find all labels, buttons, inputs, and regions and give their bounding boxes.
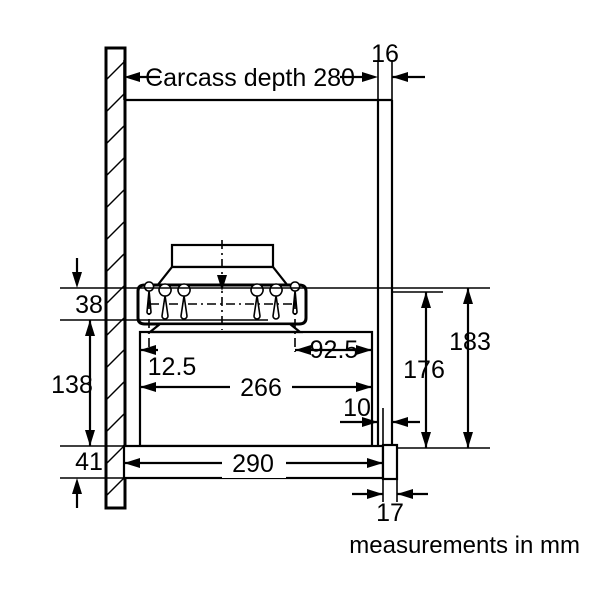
arrowhead-176-top	[421, 292, 431, 308]
arrowhead-290-left	[124, 458, 140, 468]
dim-label-41: 41	[75, 448, 103, 476]
keyhole-slot-3	[250, 283, 264, 320]
arrowhead-hood-center	[217, 275, 227, 291]
dim-slide-out-290: 290	[124, 448, 383, 478]
dim-label-16: 16	[371, 40, 399, 68]
dim-label-10: 10	[343, 394, 371, 422]
dim-label-17: 17	[376, 499, 404, 527]
mounting-plate-flange	[146, 322, 304, 334]
arrowhead-depth-right	[362, 72, 378, 82]
arrowhead-266-right	[356, 382, 372, 392]
arrowhead-16-right	[392, 72, 408, 82]
arrowhead-92-5-right	[356, 345, 372, 355]
dim-carcass-depth: Carcass depth 280	[123, 60, 393, 100]
keyhole-slot-group-left	[158, 283, 191, 320]
dim-label-138: 138	[51, 371, 93, 399]
dim-front-panel-16: 16	[371, 40, 425, 82]
dim-left-inset-12-5: 12.5	[140, 345, 196, 381]
carcass-outline	[124, 98, 394, 446]
dim-label-92-5: 92.5	[310, 336, 359, 364]
dim-left-stack: 38 138 41	[51, 258, 300, 508]
arrowhead-266-left	[140, 382, 156, 392]
dim-label-266-bg	[230, 372, 292, 402]
dim-right-stack: 176 183	[300, 287, 491, 449]
dim-label-183: 183	[449, 328, 491, 356]
dim-handle-17: 17	[352, 478, 428, 527]
dim-label-carcass-depth: Carcass depth 280	[145, 64, 355, 92]
measurements-note: measurements in mm	[349, 532, 580, 559]
dim-label-38: 38	[75, 291, 103, 319]
wall-outline	[104, 46, 127, 510]
arrowhead-138-bottom	[85, 430, 95, 446]
arrowhead-10-right	[392, 417, 408, 427]
dim-label-290: 290	[232, 450, 274, 478]
arrowhead-290-right	[367, 458, 383, 468]
arrowhead-41	[72, 478, 82, 494]
arrowhead-176-bottom	[421, 432, 431, 448]
dim-gap-10: 10	[340, 394, 420, 446]
arrowhead-17-left	[367, 489, 383, 499]
dim-label-176: 176	[403, 356, 445, 384]
dim-label-266: 266	[240, 374, 282, 402]
hood-motor-assembly	[136, 240, 308, 352]
arrowhead-138-top	[85, 320, 95, 336]
arrowhead-10	[362, 417, 378, 427]
arrowhead-38	[72, 272, 82, 288]
keyhole-slot-group-right	[250, 283, 283, 320]
keyhole-slot-4	[269, 283, 283, 320]
arrowhead-183-top	[463, 288, 473, 304]
dim-inner-width-266: 266	[140, 372, 372, 402]
arrowhead-183-bottom	[463, 432, 473, 448]
dim-label-290-bg	[222, 448, 286, 478]
handle-front-rect	[381, 443, 399, 481]
dim-right-inset-92-5: 92.5	[295, 336, 372, 364]
arrowhead-12-5	[140, 345, 156, 355]
dim-label-12-5: 12.5	[148, 353, 197, 381]
keyhole-slot-1	[158, 283, 172, 320]
arrowhead-17-right	[397, 489, 413, 499]
arrowhead-92-5-left	[295, 345, 311, 355]
keyhole-slot-2	[177, 283, 191, 320]
arrowhead-depth-left	[124, 72, 140, 82]
